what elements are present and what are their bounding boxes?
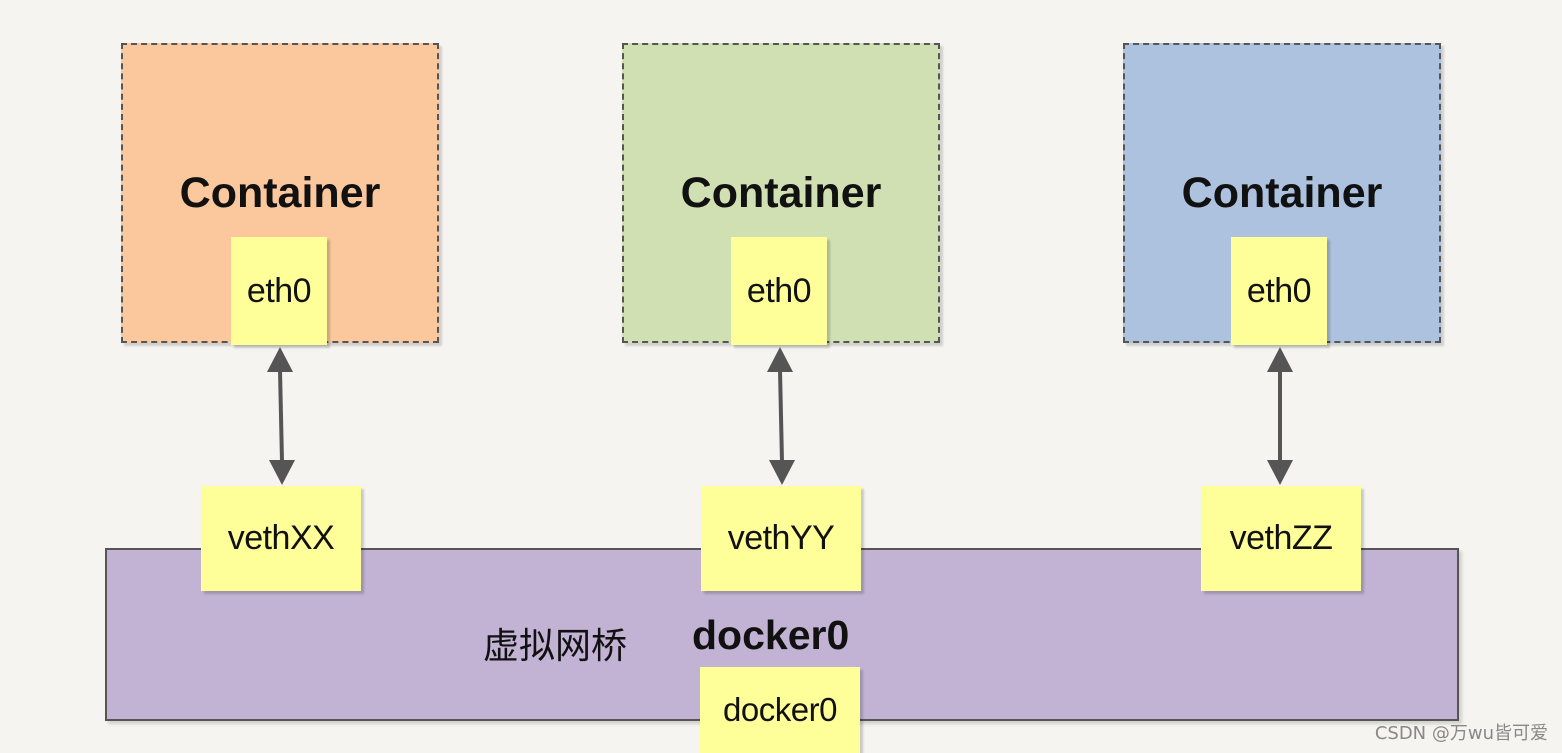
bridge-label-cn: 虚拟网桥 [483, 626, 628, 667]
bridge-name: docker0 [692, 612, 850, 658]
veth-note-3: vethZZ [1201, 486, 1361, 591]
container-1-title: Container [179, 169, 381, 217]
arrow-3 [1267, 347, 1293, 485]
eth0-note-2: eth0 [731, 237, 827, 345]
container-2-title: Container [680, 169, 882, 217]
eth0-note-1: eth0 [231, 237, 327, 345]
docker0-note: docker0 [700, 667, 860, 753]
watermark: CSDN @万wu皆可爱 [1374, 723, 1548, 744]
arrow-2 [767, 347, 795, 485]
eth0-note-3: eth0 [1231, 237, 1327, 345]
container-3-title: Container [1181, 169, 1383, 217]
veth-note-1: vethXX [201, 486, 361, 591]
veth-note-2: vethYY [701, 486, 861, 591]
arrow-1 [267, 347, 295, 485]
